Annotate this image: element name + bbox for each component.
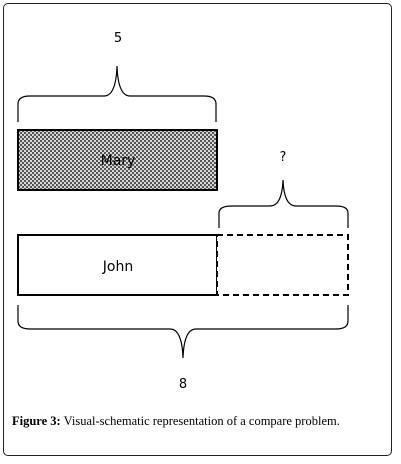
top-brace [17,65,217,122]
question-label: ? [280,150,287,165]
top-brace-value: 5 [114,31,122,46]
john-label: John [102,259,133,275]
caption-text: Visual-schematic representation of a com… [60,414,340,428]
difference-box [216,234,349,296]
bottom-brace [17,305,349,359]
difference-brace [218,179,349,228]
mary-label: Mary [101,153,136,169]
figure-caption: Figure 3: Visual-schematic representatio… [12,414,387,429]
caption-label: Figure 3: [12,414,61,428]
mary-box [17,129,218,191]
figure-frame [3,3,392,456]
bottom-brace-value: 8 [179,377,187,392]
john-box [17,234,218,296]
